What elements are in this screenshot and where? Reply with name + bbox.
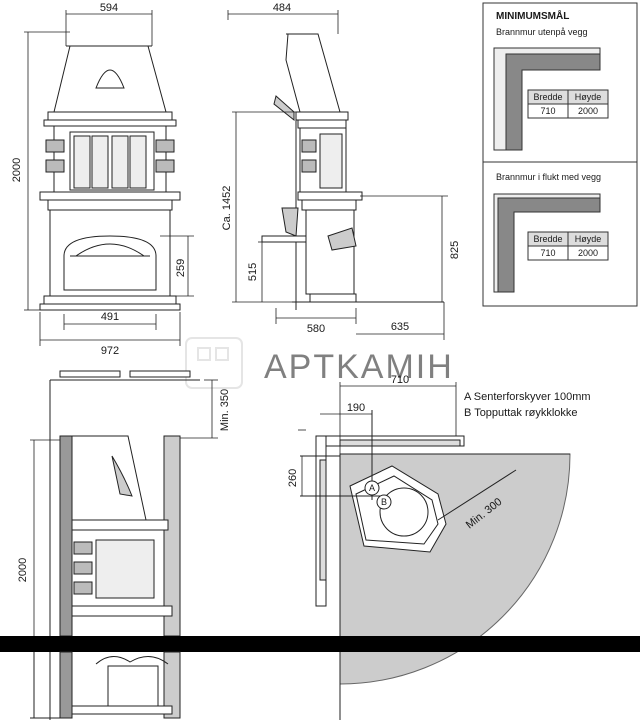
front-height-label: 2000 (11, 158, 23, 182)
black-divider-band (0, 636, 640, 652)
side-dimensions (227, 10, 448, 340)
plan-dim-260-label: 260 (287, 469, 299, 487)
plan-min300-line (437, 469, 517, 521)
side-dim-825-label: 825 (449, 241, 461, 259)
watermark-text: APTKAMIH (264, 348, 454, 386)
side-dim-635-label: 635 (391, 321, 409, 333)
minimum-title: MINIMUMSMÅL (496, 9, 569, 22)
plan-marker-b-label: B (381, 497, 387, 507)
side-height-ca-label: Ca. 1452 (221, 186, 233, 231)
front-view (39, 45, 181, 311)
front-dim-259-label: 259 (175, 259, 187, 277)
side-view (261, 33, 444, 310)
table1-width-value: 710 (540, 106, 555, 116)
bottom-left-section (49, 370, 200, 640)
minimum-diagram-2 (493, 193, 601, 293)
bottom-left-min350-label: Min. 350 (219, 389, 231, 431)
minimum-section1-label: Brannmur utenpå vegg (496, 27, 588, 37)
front-width-base-label: 972 (101, 345, 119, 357)
side-dim-515-label: 515 (247, 263, 259, 281)
watermark-logo (185, 337, 243, 389)
plan-marker-a-label: A (369, 483, 375, 493)
bottom-left-height-label: 2000 (17, 558, 29, 582)
minimum-table-2 (527, 231, 609, 261)
bottom-strip (30, 651, 341, 720)
plan-legend-a: A Senterforskyver 100mm (464, 391, 591, 403)
table1-col-height: Høyde (575, 92, 602, 102)
front-dimensions (24, 10, 194, 346)
table1-height-value: 2000 (578, 106, 598, 116)
plan-dim-190-label: 190 (347, 402, 365, 414)
table2-col-width: Bredde (533, 234, 562, 244)
bottom-left-wall (59, 435, 73, 637)
side-width-top-label: 484 (273, 2, 291, 14)
table2-col-height: Høyde (575, 234, 602, 244)
front-width-top-label: 594 (100, 2, 118, 14)
bottom-left-dimensions (30, 379, 218, 640)
plan-legend-b: B Topputtak røykklokke (464, 407, 578, 419)
side-chimney (285, 33, 341, 113)
minimum-diagram-1 (493, 47, 601, 151)
table1-col-width: Bredde (533, 92, 562, 102)
plan-marker-b (376, 494, 392, 510)
plan-dimensions (298, 382, 457, 496)
front-dim-491-label: 491 (101, 311, 119, 323)
minimum-section2-label: Brannmur i flukt med vegg (496, 172, 601, 182)
plan-view (300, 410, 571, 685)
front-hood-window (95, 69, 125, 89)
table2-width-value: 710 (540, 248, 555, 258)
side-dim-580-label: 580 (307, 323, 325, 335)
plan-dim-710-label: 710 (391, 374, 409, 386)
table2-height-value: 2000 (578, 248, 598, 258)
minimum-table-1 (527, 89, 609, 119)
plan-marker-a (364, 480, 380, 496)
